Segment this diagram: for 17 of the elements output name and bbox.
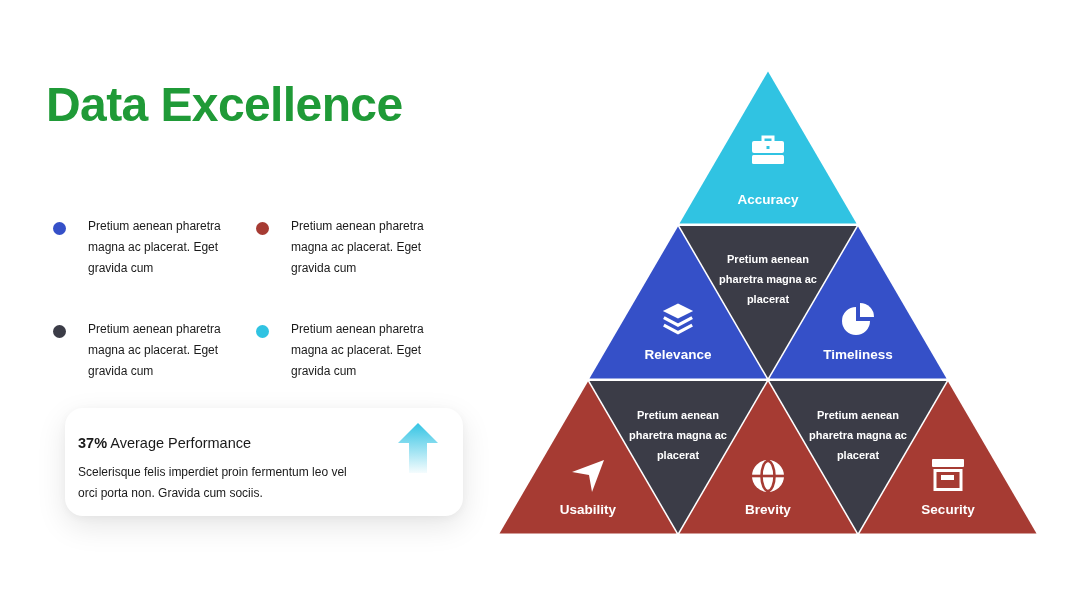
segment-text: Pretium aenean pharetra magna ac placerat [628,408,728,463]
segment-text: Pretium aenean pharetra magna ac placerat [808,408,908,463]
stat-description: Scelerisque felis imperdiet proin fermentum leo vel orci porta non. Gravida cum sociis. [78,464,348,502]
segment-label: Accuracy [737,191,799,209]
segment-label: Security [921,501,975,519]
legend-text: Pretium aenean pharetra magna ac placerat. Eget gravida cum [291,218,425,277]
legend-text: Pretium aenean pharetra magna ac placerat. Eget gravida cum [291,321,425,380]
legend-text: Pretium aenean pharetra magna ac placerat. Eget gravida cum [88,321,222,380]
stat-card [65,408,463,516]
segment-label: Usability [559,501,617,519]
stat-heading: 37% Average Performance [78,434,252,453]
segment-label: Timeliness [823,346,893,364]
slide-title: Data Excellence [46,77,403,133]
segment-label: Brevity [745,501,791,519]
segment-text: Pretium aenean pharetra magna ac placerat [718,252,818,307]
legend-text: Pretium aenean pharetra magna ac placerat. Eget gravida cum [88,218,222,277]
segment-label: Relevance [644,346,712,364]
